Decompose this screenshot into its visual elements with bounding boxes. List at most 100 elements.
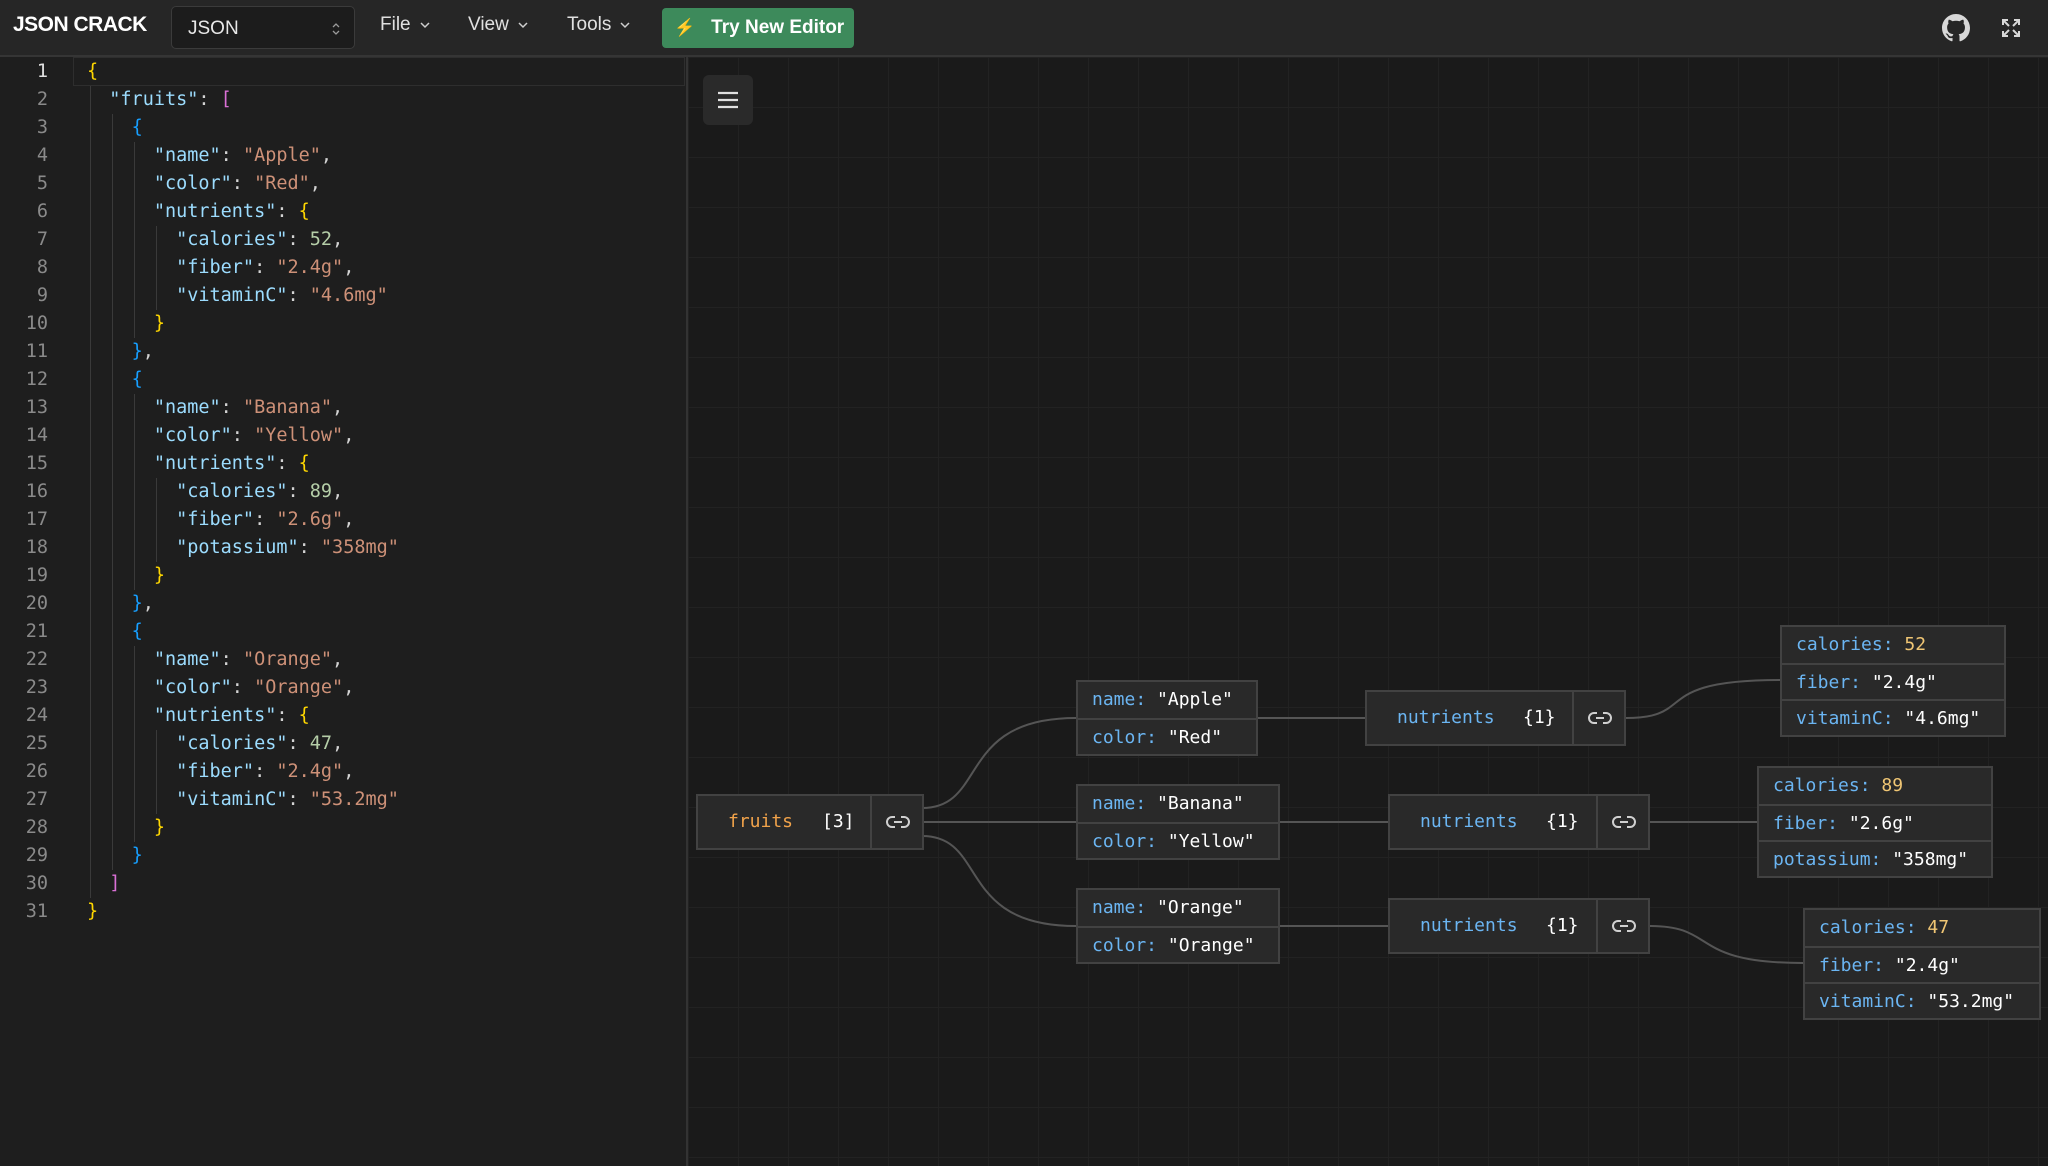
- link-icon: [1612, 816, 1636, 828]
- line-number: 16: [25, 481, 48, 502]
- collapse-link-button[interactable]: [870, 796, 924, 848]
- file-menu[interactable]: File: [380, 14, 431, 36]
- lightning-icon: ⚡: [674, 18, 696, 37]
- apple-item-node[interactable]: name: "Apple" color: "Red": [1076, 680, 1258, 756]
- line-code: {: [131, 621, 143, 642]
- banana-nutrients-node[interactable]: nutrients {1}: [1388, 794, 1650, 850]
- code-line: 11 },: [0, 338, 680, 366]
- node-key: nutrients: [1397, 707, 1495, 728]
- code-line: 13 "name": "Banana",: [0, 394, 680, 422]
- edge-root-apple: [921, 717, 1077, 809]
- line-code: "fiber": "2.4g",: [176, 257, 355, 278]
- field-key: potassium:: [1773, 849, 1882, 870]
- orange-nutrients-node[interactable]: nutrients {1}: [1388, 898, 1650, 954]
- line-code: "nutrients": {: [153, 201, 310, 222]
- code-line: 27 "vitaminC": "53.2mg": [0, 786, 680, 814]
- tools-menu[interactable]: Tools: [567, 14, 631, 36]
- indent-guide: [112, 114, 113, 870]
- line-code: }: [153, 817, 165, 838]
- fruits-array-node[interactable]: fruits [3]: [696, 794, 924, 850]
- line-code: "calories": 52,: [176, 229, 344, 250]
- link-icon: [886, 816, 910, 828]
- line-code: "nutrients": {: [153, 453, 310, 474]
- field-value: "2.4g": [1894, 955, 1960, 976]
- app-logo[interactable]: JSON CRACK: [13, 13, 147, 36]
- code-line: 16 "calories": 89,: [0, 478, 680, 506]
- code-line: 23 "color": "Orange",: [0, 674, 680, 702]
- collapse-link-button[interactable]: [1596, 796, 1650, 848]
- code-line: 21 {: [0, 618, 680, 646]
- indent-guide: [156, 226, 157, 310]
- node-count: {1}: [1546, 811, 1579, 832]
- line-code: },: [131, 593, 154, 614]
- code-line: 3 {: [0, 114, 680, 142]
- indent-guide: [156, 730, 157, 814]
- line-number: 3: [36, 117, 48, 138]
- field-value: "2.4g": [1871, 672, 1937, 693]
- orange-nutrients-details-node[interactable]: calories: 47 fiber: "2.4g" vitaminC: "53…: [1803, 908, 2041, 1020]
- node-key: nutrients: [1420, 811, 1518, 832]
- collapse-link-button[interactable]: [1596, 900, 1650, 952]
- line-number: 25: [25, 733, 48, 754]
- code-line: 4 "name": "Apple",: [0, 142, 680, 170]
- code-line: 24 "nutrients": {: [0, 702, 680, 730]
- format-select[interactable]: JSON: [171, 6, 355, 49]
- field-value: "4.6mg": [1904, 708, 1981, 729]
- github-icon[interactable]: [1942, 14, 1970, 42]
- line-number: 26: [25, 761, 48, 782]
- banana-nutrients-details-node[interactable]: calories: 89 fiber: "2.6g" potassium: "3…: [1757, 766, 1993, 878]
- field-key: name:: [1092, 793, 1147, 814]
- code-line: 2 "fruits": [: [0, 86, 680, 114]
- field-key: name:: [1092, 689, 1147, 710]
- node-count: {1}: [1546, 915, 1579, 936]
- view-menu[interactable]: View: [468, 14, 529, 36]
- field-key: vitaminC:: [1819, 991, 1917, 1012]
- line-number: 24: [25, 705, 48, 726]
- field-value: "Orange": [1157, 897, 1244, 918]
- line-number: 21: [25, 621, 48, 642]
- select-arrows-icon: [332, 23, 340, 35]
- apple-nutrients-node[interactable]: nutrients {1}: [1365, 690, 1626, 746]
- field-key: fiber:: [1773, 813, 1839, 834]
- apple-nutrients-details-node[interactable]: calories: 52 fiber: "2.4g" vitaminC: "4.…: [1780, 625, 2006, 737]
- collapse-link-button[interactable]: [1572, 692, 1626, 744]
- line-number: 7: [36, 229, 48, 250]
- line-code: }: [87, 901, 99, 922]
- line-number: 23: [25, 677, 48, 698]
- line-number: 10: [25, 313, 48, 334]
- canvas-menu-button[interactable]: [703, 75, 753, 125]
- line-number: 14: [25, 425, 48, 446]
- line-number: 1: [36, 61, 48, 82]
- code-line: 7 "calories": 52,: [0, 226, 680, 254]
- line-code: "calories": 89,: [176, 481, 344, 502]
- node-key: nutrients: [1420, 915, 1518, 936]
- graph-canvas[interactable]: fruits [3] name: "Apple" color: "Red" nu…: [688, 57, 2048, 1166]
- field-value: "Yellow": [1167, 831, 1255, 852]
- field-value: "Apple": [1157, 689, 1233, 710]
- code-line: 8 "fiber": "2.4g",: [0, 254, 680, 282]
- field-value: "358mg": [1892, 849, 1969, 870]
- line-number: 22: [25, 649, 48, 670]
- line-code: {: [87, 61, 99, 82]
- chevron-down-icon: [420, 22, 430, 29]
- line-number: 6: [36, 201, 48, 222]
- node-key: fruits: [728, 811, 794, 832]
- try-new-editor-label: Try New Editor: [711, 17, 845, 38]
- code-editor[interactable]: 1{2 "fruits": [3 {4 "name": "Apple",5 "c…: [0, 57, 688, 1166]
- line-code: }: [153, 313, 165, 334]
- try-new-editor-button[interactable]: ⚡ Try New Editor: [662, 8, 854, 48]
- banana-item-node[interactable]: name: "Banana" color: "Yellow": [1076, 784, 1280, 860]
- edge-root-orange: [921, 835, 1077, 927]
- line-number: 29: [25, 845, 48, 866]
- code-line: 14 "color": "Yellow",: [0, 422, 680, 450]
- code-line: 6 "nutrients": {: [0, 198, 680, 226]
- line-code: {: [131, 117, 143, 138]
- orange-item-node[interactable]: name: "Orange" color: "Orange": [1076, 888, 1280, 964]
- fullscreen-icon[interactable]: [1999, 16, 2023, 40]
- edge-apple-details: [1625, 679, 1781, 719]
- line-code: }: [131, 845, 143, 866]
- node-count: {1}: [1523, 707, 1556, 728]
- tools-menu-label: Tools: [567, 14, 612, 35]
- field-key: name:: [1092, 897, 1147, 918]
- line-number: 15: [25, 453, 48, 474]
